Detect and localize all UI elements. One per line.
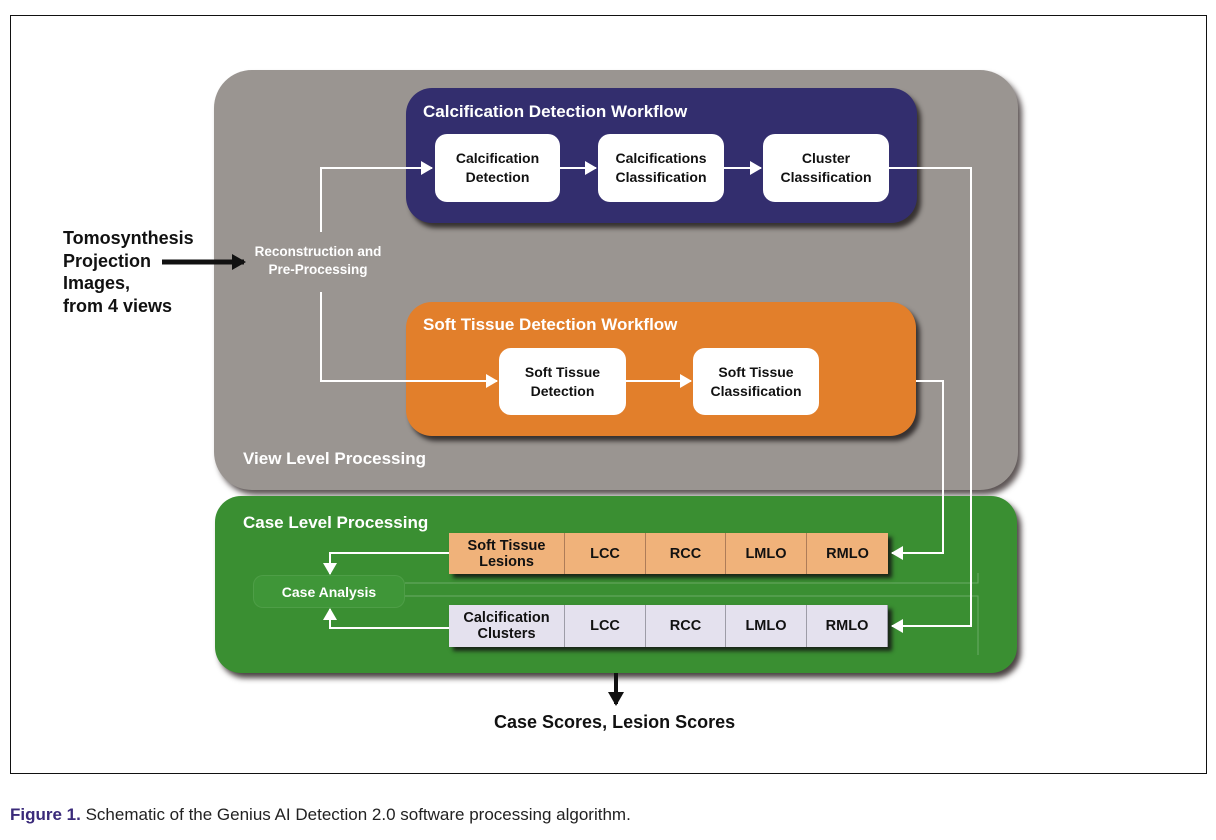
calcification-view-lcc: LCC — [565, 605, 646, 647]
calcification-view-rmlo: RMLO — [807, 605, 888, 647]
soft-tissue-classification-step: Soft Tissue Classification — [693, 348, 819, 415]
calcification-view-rcc: RCC — [646, 605, 726, 647]
figure-label: Figure 1. — [10, 805, 81, 824]
calcification-view-lmlo: LMLO — [726, 605, 807, 647]
figure-caption: Figure 1. Schematic of the Genius AI Det… — [10, 805, 631, 825]
calcification-workflow-title: Calcification Detection Workflow — [423, 102, 688, 121]
soft-tissue-view-rmlo: RMLO — [826, 545, 869, 562]
soft-tissue-lesions-header: Soft Tissue Lesions — [449, 533, 565, 574]
calcification-detection-step: Calcification Detection — [435, 134, 560, 202]
preprocessing-label: Reconstruction and Pre-Processing — [254, 244, 382, 277]
view-level-title: View Level Processing — [243, 449, 426, 468]
soft-tissue-view-rcc: RCC — [646, 533, 726, 574]
calcification-clusters-row: Calcification Clusters LCC RCC LMLO RMLO — [449, 605, 888, 647]
case-level-title: Case Level Processing — [243, 513, 429, 532]
caption-text: Schematic of the Genius AI Detection 2.0… — [80, 805, 631, 824]
soft-tissue-view-lcc: LCC — [565, 533, 646, 574]
soft-tissue-lesions-row: Soft Tissue Lesions LCC RCC LMLO RMLO — [449, 533, 888, 574]
calcification-clusters-header: Calcification Clusters — [449, 605, 565, 647]
calcifications-classification-step: Calcifications Classification — [598, 134, 724, 202]
figure-frame — [10, 15, 1207, 774]
soft-tissue-view-lmlo: LMLO — [726, 533, 807, 574]
soft-tissue-workflow-title: Soft Tissue Detection Workflow — [423, 315, 678, 334]
soft-tissue-detection-step: Soft Tissue Detection — [499, 348, 626, 415]
output-label: Case Scores, Lesion Scores — [494, 712, 736, 732]
input-label: Tomosynthesis Projection Images, from 4 … — [63, 228, 194, 316]
case-analysis-box: Case Analysis — [253, 575, 405, 608]
cluster-classification-step: Cluster Classification — [763, 134, 889, 202]
